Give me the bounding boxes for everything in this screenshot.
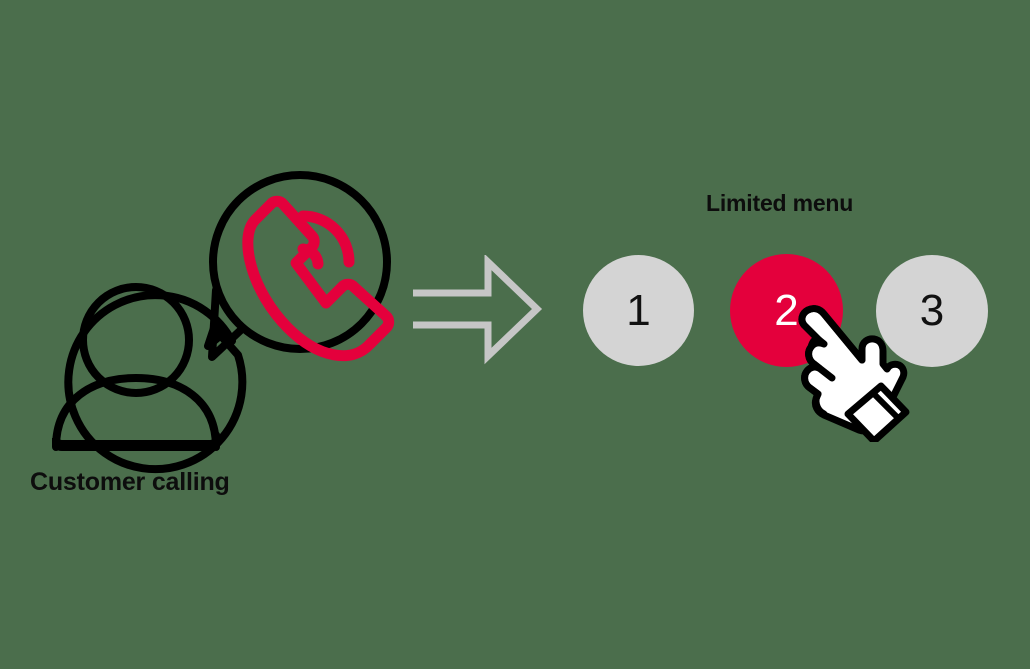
- menu-option-1-number: 1: [626, 285, 651, 335]
- person-body-icon: [52, 374, 220, 451]
- customer-illustration: [52, 171, 395, 474]
- menu-option-3-number: 3: [919, 286, 945, 335]
- menu-option-1[interactable]: 1: [583, 255, 694, 366]
- flow-arrow: [405, 253, 545, 365]
- speech-bubble-icon: [64, 291, 247, 474]
- speech-bubble-tail: [208, 286, 247, 361]
- speech-bubble-circle: [209, 171, 391, 353]
- pointing-hand-glyph: [798, 305, 910, 445]
- hand-finger-lines: [798, 305, 866, 418]
- customer-calling-label: Customer calling: [30, 468, 230, 496]
- person-body-base: [52, 437, 220, 448]
- phone-ringing-icon: [242, 195, 395, 362]
- customer-calling-group: Customer calling: [0, 150, 420, 510]
- arrow-right-outline-icon: [413, 253, 543, 365]
- limited-menu-label: Limited menu: [706, 190, 854, 216]
- hand-cuff: [844, 382, 910, 445]
- hand-cuff-line: [871, 391, 901, 421]
- pointing-hand-icon: [788, 302, 910, 445]
